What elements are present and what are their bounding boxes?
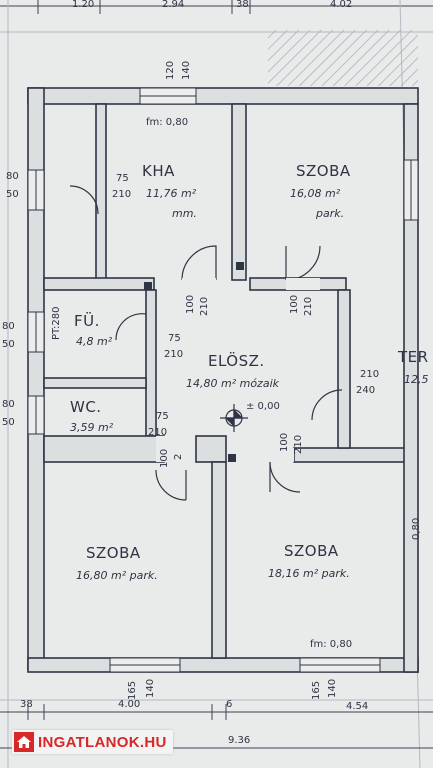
bottom-dim-38: 38 — [20, 699, 33, 710]
room-kha-floor: mm. — [172, 207, 197, 220]
win-50-c: 50 — [2, 417, 15, 428]
room-wc-name: WC. — [70, 398, 102, 416]
door-75-kha: 75 — [116, 173, 129, 184]
door-210-kha: 210 — [112, 189, 132, 200]
room-szoba-br-name: SZOBA — [284, 542, 339, 560]
level-marker — [220, 404, 248, 432]
win-80-a: 80 — [6, 171, 19, 182]
win-80-c: 80 — [2, 399, 15, 410]
door-swings — [69, 185, 343, 501]
top-dim-3: 38 — [236, 0, 249, 10]
bottom-dim-936: 9.36 — [228, 735, 251, 746]
door-210-d: 210 — [293, 434, 304, 454]
door-100-d: 100 — [279, 432, 290, 452]
door-100-a: 100 — [185, 294, 196, 314]
door-100-b: 100 — [289, 294, 300, 314]
chimney-marks — [144, 262, 244, 462]
room-elosz-name: ELÖSZ. — [208, 352, 265, 370]
room-kha-area: 11,76 m² — [146, 187, 197, 200]
ter-210: 210 — [360, 369, 380, 380]
door-210-fu: 210 — [164, 349, 184, 360]
windows — [27, 87, 419, 673]
room-fu-area: 4,8 m² — [76, 335, 113, 348]
room-ter-area: 12,5 — [404, 373, 429, 386]
room-szoba-bl-name: SZOBA — [86, 544, 141, 562]
door-210-wc: 210 — [148, 427, 168, 438]
door-75-fu: 75 — [168, 333, 181, 344]
room-fu-name: FÜ. — [74, 312, 100, 330]
bottom-dim-454: 4.54 — [346, 701, 369, 712]
top-dim-1: 1.20 — [72, 0, 95, 10]
win-80-b: 80 — [2, 321, 15, 332]
room-ter-name: TER — [398, 348, 429, 366]
door-210-a: 210 — [199, 296, 210, 316]
top-dimension-line — [0, 0, 433, 14]
door-75-wc: 75 — [156, 411, 169, 422]
room-szoba-bl-area: 16,80 m² park. — [76, 569, 158, 582]
fm-top-label: fm: 0,80 — [146, 117, 189, 128]
top-dim-2: 2.94 — [162, 0, 185, 10]
door-openings — [156, 278, 320, 462]
win-140-br: 140 — [327, 678, 338, 698]
win-140-top: 140 — [181, 60, 192, 80]
room-szoba-br-area: 18,16 m² park. — [268, 567, 350, 580]
watermark-text: INGATLANOK.HU — [38, 733, 167, 751]
room-elosz-area: 14,80 m² mózaik — [186, 377, 279, 390]
bottom-dim-6: 6 — [226, 699, 233, 710]
door-100-c: 100 — [159, 448, 170, 468]
house-logo-icon — [14, 732, 34, 752]
room-kha-name: KHA — [142, 162, 175, 180]
right-080-label: 0,80 — [411, 517, 422, 540]
top-dim-4: 4.02 — [330, 0, 353, 10]
win-50-a: 50 — [6, 189, 19, 200]
room-szoba-top-floor: park. — [316, 207, 345, 220]
room-szoba-top-area: 16,08 m² — [290, 187, 341, 200]
room-wc-area: 3,59 m² — [70, 421, 114, 434]
win-140-bl: 140 — [145, 678, 156, 698]
ter-240: 240 — [356, 385, 376, 396]
fm-bottom-label: fm: 0,80 — [310, 639, 353, 650]
watermark: INGATLANOK.HU — [12, 730, 173, 754]
bottom-dim-400: 4.00 — [118, 699, 141, 710]
room-szoba-top-name: SZOBA — [296, 162, 351, 180]
door-210-b: 210 — [303, 296, 314, 316]
level-label: ± 0,00 — [246, 401, 280, 412]
win-50-b: 50 — [2, 339, 15, 350]
fu-height-label: PT:280 — [51, 306, 62, 341]
win-165-br: 165 — [311, 680, 322, 700]
win-165-bl: 165 — [127, 680, 138, 700]
door-2-c: 2 — [173, 453, 184, 460]
win-120-top: 120 — [165, 60, 176, 80]
terrace-hatch — [268, 30, 418, 86]
